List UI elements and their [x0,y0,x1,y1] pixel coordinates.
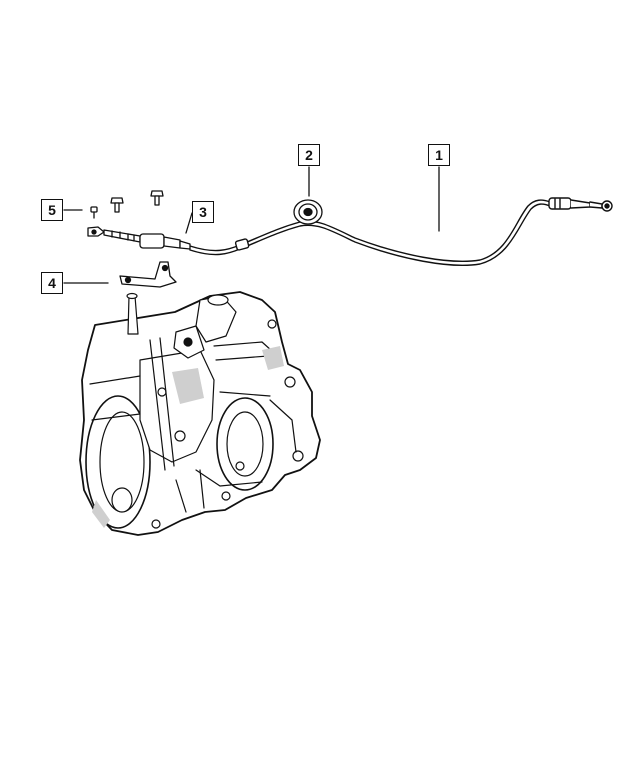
grommet [293,199,323,225]
callout-5-label: 5 [48,202,56,218]
callout-4: 4 [41,272,63,294]
callout-2: 2 [298,144,320,166]
callout-2-label: 2 [305,147,313,163]
callout-1: 1 [428,144,450,166]
bracket [119,261,177,288]
callout-1-label: 1 [435,147,443,163]
transmission [79,291,321,536]
cable-end-rod [87,226,191,250]
bolts [90,190,164,219]
callout-3-label: 3 [199,204,207,220]
shift-cable [189,197,613,266]
callout-4-label: 4 [48,275,56,291]
callout-3: 3 [192,201,214,223]
leader-line-3 [185,212,193,234]
callout-5: 5 [41,199,63,221]
